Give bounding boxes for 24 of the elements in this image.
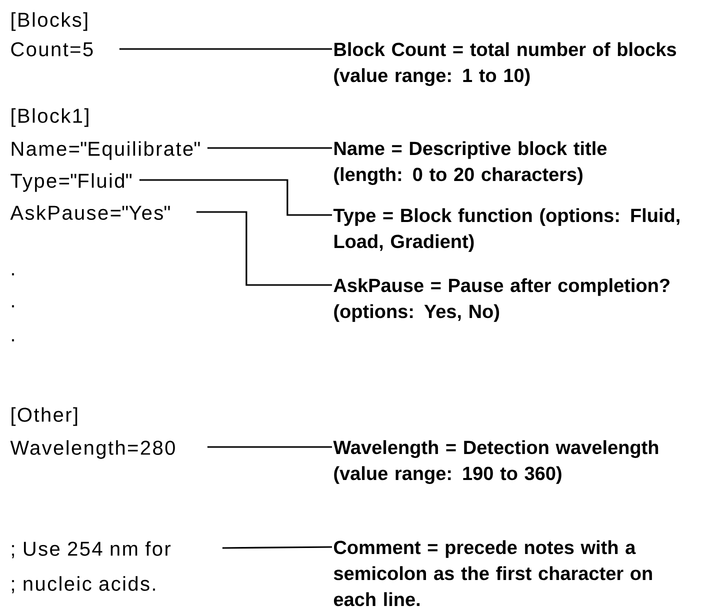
description-text: AskPause = Pause after completion? (options: Yes, No)	[334, 278, 670, 322]
leader-line	[207, 446, 332, 448]
description-text: Comment = precede notes with a semicolon as the first character on each line.	[334, 540, 652, 606]
config-line: AskPause="Yes"	[10, 205, 170, 220]
leader-line	[222, 546, 332, 549]
config-line: ; Use 254 nm for ; nucleic acids.	[12, 541, 171, 594]
description-text: Wavelength = Detection wavelength (value range: 190 to 360)	[333, 440, 658, 484]
section-text: [Block1]	[12, 108, 88, 127]
section-text: .	[12, 273, 14, 276]
description-text: Type = Block function (options: Fluid, Load, Gradient)	[333, 208, 680, 252]
leader-line	[139, 179, 332, 216]
section-text: .	[12, 305, 14, 308]
config-line: Name="Equilibrate"	[12, 141, 200, 160]
description-text: Block Count = total number of blocks (value range: 1 to 10)	[334, 42, 676, 86]
leader-line	[196, 211, 332, 286]
config-line: Count=5	[11, 42, 93, 56]
section-text: [Other]	[12, 407, 78, 426]
leader-line	[119, 48, 332, 50]
leader-line	[207, 147, 332, 149]
section-text: [Blocks]	[12, 12, 88, 31]
config-line: Type="Fluid"	[10, 173, 132, 192]
config-line: Wavelength=280	[10, 440, 175, 459]
description-text: Name = Descriptive block title (length: 0 to 20 characters)	[334, 141, 607, 185]
section-text: .	[12, 339, 14, 342]
